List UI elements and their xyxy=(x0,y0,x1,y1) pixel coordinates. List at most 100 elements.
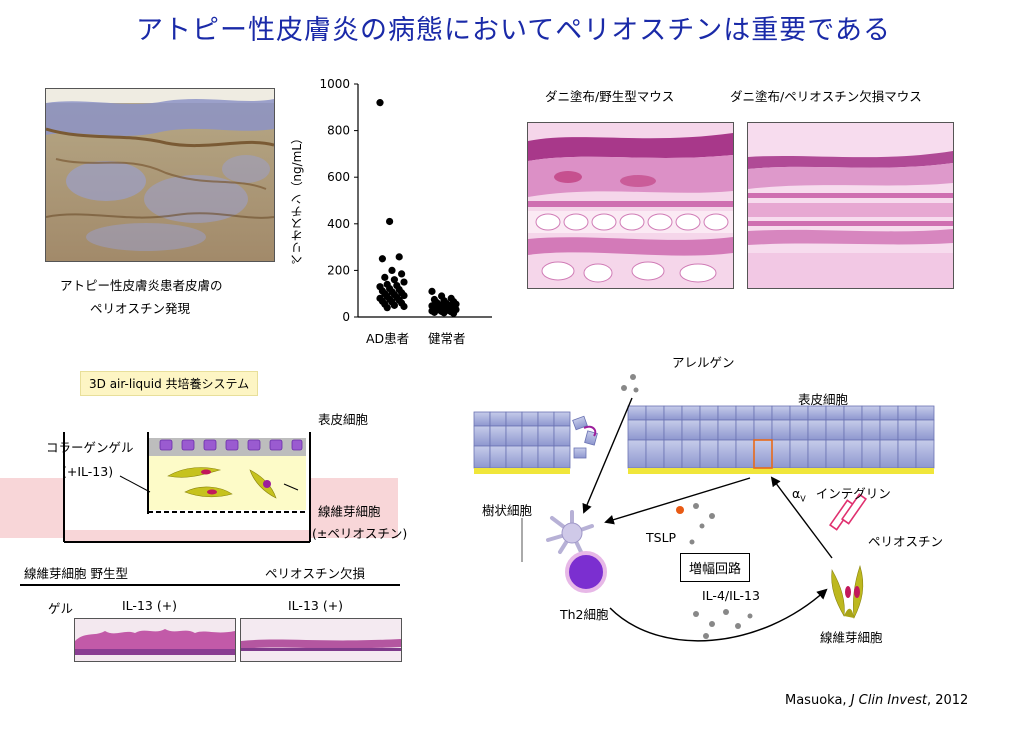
epidermal-cell xyxy=(825,405,845,421)
scatter-point xyxy=(386,217,394,226)
epidermal-cell xyxy=(861,419,881,441)
epidermal-cell xyxy=(915,419,935,441)
epidermal-cell xyxy=(771,419,791,441)
epidermal-cell xyxy=(825,439,845,469)
scatter-y-tick-label: 0 xyxy=(342,310,350,324)
scatter-point xyxy=(398,270,406,278)
pathway-fibroblast-label: 線維芽細胞 xyxy=(820,630,883,645)
slide-title: アトピー性皮膚炎の病態においてペリオスチンは重要である xyxy=(136,15,891,46)
epidermal-cell xyxy=(645,439,665,469)
citation: Masuoka, J Clin Invest, 2012 xyxy=(785,693,968,708)
epidermal-cell xyxy=(897,405,917,421)
pathway-il4-il13-label: IL-4/IL-13 xyxy=(702,588,760,603)
epidermal-cell xyxy=(861,439,881,469)
scatter-y-tick-label: 400 xyxy=(327,217,350,231)
pathway-allergen-label: アレルゲン xyxy=(672,355,735,370)
bottom-il13-left-label: IL-13 (+) xyxy=(122,598,178,613)
culture-epidermal-label: 表皮細胞 xyxy=(318,412,369,427)
epidermal-cell xyxy=(843,405,863,421)
epidermal-cell xyxy=(627,439,647,469)
epidermal-cell xyxy=(681,405,701,421)
citation-author: Masuoka, xyxy=(785,693,851,708)
mouse-ko-label: ダニ塗布/ペリオスチン欠損マウス xyxy=(730,89,922,104)
scatter-y-tick-label: 600 xyxy=(327,170,350,184)
bottom-periostin-ko-label: ペリオスチン欠損 xyxy=(265,566,366,581)
epidermal-cell xyxy=(681,439,701,469)
pathway-epidermal-label: 表皮細胞 xyxy=(798,392,849,407)
bottom-divider xyxy=(20,584,400,586)
scatter-x-category-healthy: 健常者 xyxy=(428,331,466,346)
scatter-point xyxy=(400,302,408,311)
scatter-point xyxy=(381,273,389,281)
mouse-wt-label: ダニ塗布/野生型マウス xyxy=(545,89,675,104)
ad-skin-caption-line1: アトピー性皮膚炎患者皮膚の xyxy=(60,278,223,293)
pathway-amplification-box: 増幅回路 xyxy=(680,553,751,582)
epidermal-cell xyxy=(753,439,773,469)
epidermal-cell xyxy=(807,405,827,421)
citation-journal: J Clin Invest xyxy=(850,693,927,708)
bottom-il13-right-label: IL-13 (+) xyxy=(288,598,344,613)
culture-system-label: 3D air-liquid 共培養システム xyxy=(80,371,259,396)
epidermal-cell xyxy=(663,405,683,421)
epidermal-cell xyxy=(897,419,917,441)
epidermal-cell xyxy=(789,439,809,469)
mouse-ko-histology-image xyxy=(747,122,954,289)
epidermal-cell xyxy=(789,419,809,441)
pathway-dendritic-label: 樹状細胞 xyxy=(482,503,533,518)
scatter-y-tick-label: 800 xyxy=(327,124,350,138)
citation-year: , 2012 xyxy=(926,693,969,708)
scatter-point xyxy=(400,291,408,300)
pathway-integrin-sub: V xyxy=(800,494,806,504)
epidermal-cell xyxy=(753,419,773,441)
culture-collagen-gel-label: コラーゲンゲル xyxy=(46,440,134,455)
culture-fibroblast-label: 線維芽細胞 xyxy=(318,504,381,519)
epidermal-cell xyxy=(627,405,647,421)
pathway-integrin-label: αV インテグリン xyxy=(792,483,891,504)
epidermal-cell xyxy=(915,405,935,421)
bottom-wt-histology-image xyxy=(74,618,236,662)
epidermal-cell xyxy=(807,419,827,441)
scatter-point xyxy=(376,99,384,107)
pathway-integrin-alpha: α xyxy=(792,486,801,501)
epidermal-cell xyxy=(843,439,863,469)
scatter-point xyxy=(390,276,398,284)
epidermal-cell xyxy=(879,405,899,421)
scatter-y-axis-label: ペリオスチン（ng/mL） xyxy=(290,132,304,266)
epidermal-cell xyxy=(663,439,683,469)
epidermal-cell xyxy=(717,419,737,441)
scatter-point xyxy=(383,304,391,312)
epidermal-cell xyxy=(807,439,827,469)
epidermal-cell xyxy=(735,405,755,421)
scatter-y-tick-label: 200 xyxy=(327,263,350,277)
epidermal-cell xyxy=(825,419,845,441)
scatter-point xyxy=(400,278,408,286)
pathway-diagram xyxy=(460,340,1000,670)
epidermal-cell xyxy=(717,405,737,421)
culture-il13-label: (+IL-13) xyxy=(62,464,114,479)
pathway-th2-label: Th2細胞 xyxy=(560,607,609,622)
scatter-point xyxy=(390,301,398,309)
epidermal-cell xyxy=(735,419,755,441)
epidermal-cell xyxy=(879,439,899,469)
epidermal-cell xyxy=(645,419,665,441)
epidermal-cell xyxy=(699,405,719,421)
epidermal-cell xyxy=(717,439,737,469)
epidermal-cell xyxy=(915,439,935,469)
epidermal-cell xyxy=(699,439,719,469)
bottom-gel-label: ゲル xyxy=(48,601,74,616)
ad-skin-histology-image xyxy=(45,88,275,262)
epidermal-cell xyxy=(645,405,665,421)
epidermal-cell xyxy=(627,419,647,441)
scatter-point xyxy=(450,309,458,317)
scatter-x-category-ad: AD患者 xyxy=(366,331,410,346)
epidermal-cell xyxy=(861,405,881,421)
epidermal-cell xyxy=(753,405,773,421)
scatter-point xyxy=(428,287,436,295)
scatter-point xyxy=(395,253,403,261)
pathway-integrin-text: インテグリン xyxy=(815,486,891,501)
scatter-point xyxy=(440,309,448,317)
epidermal-cell xyxy=(897,439,917,469)
epidermal-cell xyxy=(789,405,809,421)
